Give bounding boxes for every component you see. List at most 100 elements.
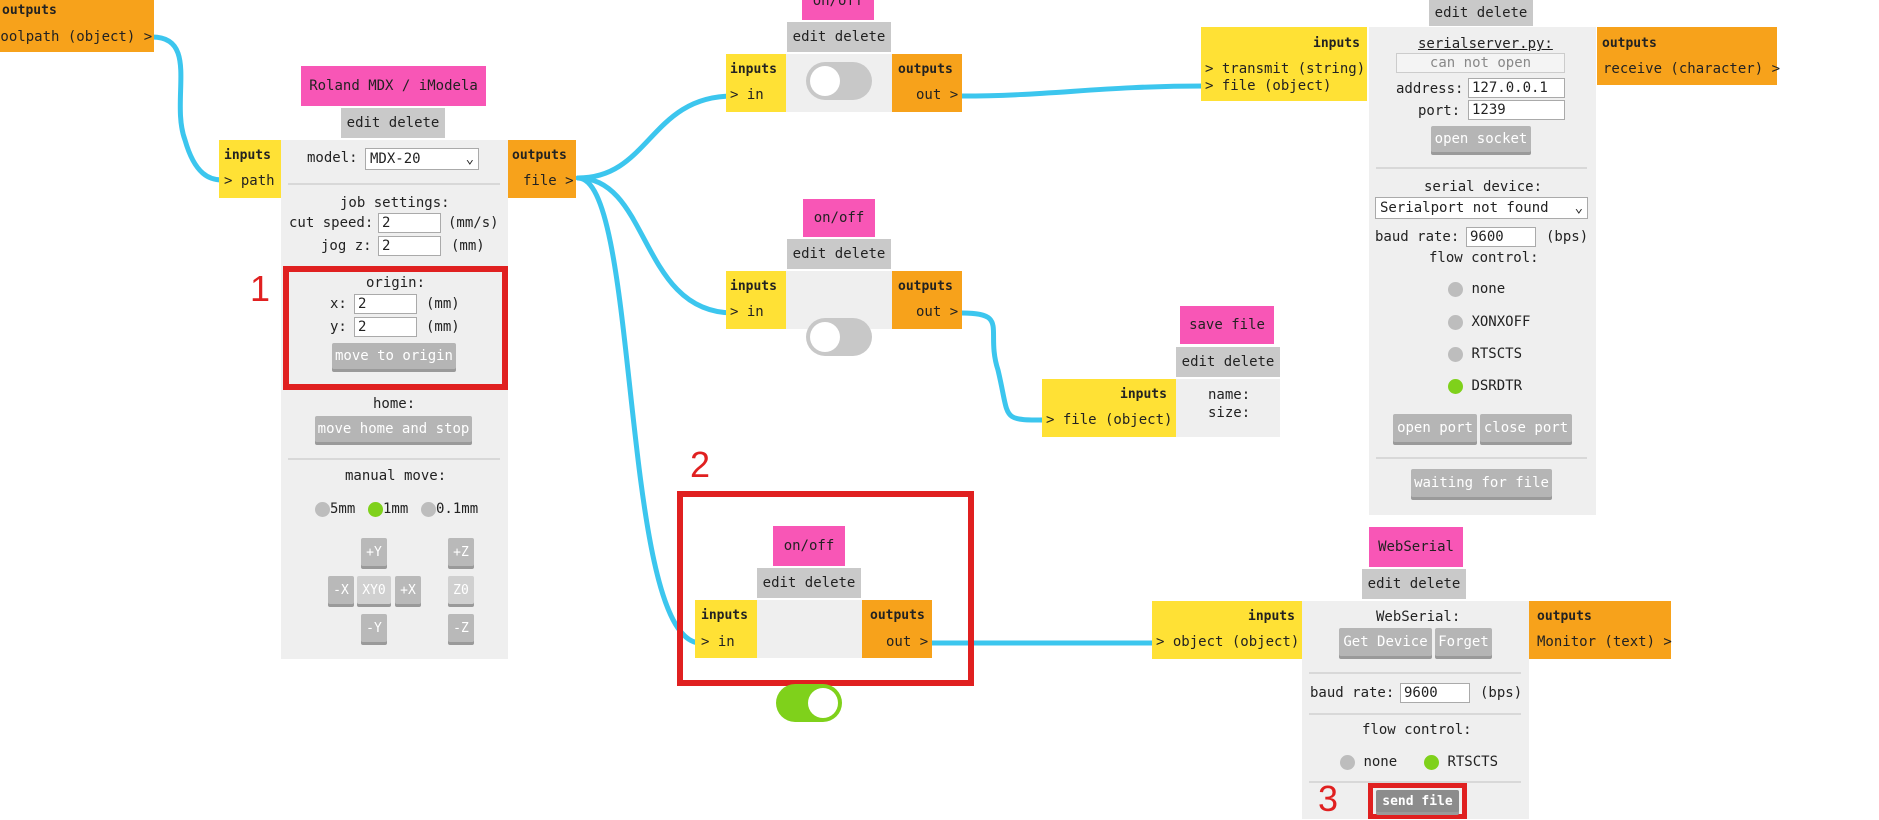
serialserver-edit-delete[interactable]: edit delete	[1429, 0, 1533, 26]
home-label: home:	[373, 396, 416, 412]
flow-none-option[interactable]: none	[1448, 281, 1505, 297]
machine-edit-delete[interactable]: edit delete	[341, 108, 445, 138]
model-select[interactable]: MDX-20 ⌄	[365, 148, 479, 170]
toolpath-port[interactable]: coolpath (object) >	[0, 29, 153, 45]
toggle-switch-mid[interactable]	[806, 318, 872, 356]
baud-input[interactable]: 9600	[1466, 227, 1536, 247]
y-unit: (mm)	[426, 319, 460, 335]
jog-z-input[interactable]: 2	[378, 236, 441, 256]
serial-device-label: serial device:	[1424, 179, 1543, 195]
in-port[interactable]: > in	[730, 304, 764, 320]
origin-x-input[interactable]: 2	[354, 294, 417, 314]
port-input[interactable]: 1239	[1468, 100, 1565, 120]
toggle-switch-bottom[interactable]	[776, 684, 842, 722]
inputs-label: inputs	[701, 608, 748, 623]
webserial-edit-delete[interactable]: edit delete	[1362, 569, 1466, 599]
wire-file-to-onoff-mid	[575, 175, 736, 316]
file-input-port[interactable]: > file (object)	[1205, 78, 1332, 94]
flow-rtscts-option[interactable]: RTSCTS	[1424, 754, 1498, 770]
cut-speed-input[interactable]: 2	[378, 213, 441, 233]
flow-dsrdtr-option[interactable]: DSRDTR	[1448, 378, 1522, 394]
step-5mm-label: 5mm	[330, 501, 356, 517]
serialserver-link[interactable]: serialserver.py:	[1418, 36, 1553, 52]
onoff-mid-title[interactable]: on/off	[803, 199, 875, 237]
receive-output-port[interactable]: receive (character) >	[1603, 61, 1781, 77]
save-file-edit-delete[interactable]: edit delete	[1176, 347, 1280, 377]
step-5mm-option[interactable]: 5mm	[315, 501, 355, 517]
move-home-button[interactable]: move home and stop	[315, 416, 472, 442]
flow-rtscts-label: RTSCTS	[1447, 754, 1499, 770]
port-label: port:	[1418, 103, 1461, 119]
wire-onoff-mid-to-savefile	[959, 310, 1048, 423]
save-file-title[interactable]: save file	[1180, 306, 1274, 344]
plus-z-button[interactable]: +Z	[448, 538, 474, 566]
out-port[interactable]: out >	[886, 634, 929, 650]
in-port[interactable]: > in	[730, 87, 764, 103]
flow-none-option[interactable]: none	[1340, 754, 1397, 770]
minus-z-button[interactable]: -Z	[448, 614, 474, 642]
highlight-box-2	[677, 491, 974, 686]
baud-unit: (bps)	[1546, 229, 1589, 245]
divider	[1376, 457, 1587, 459]
move-to-origin-button[interactable]: move to origin	[332, 343, 456, 369]
manual-move-label: manual move:	[345, 468, 447, 484]
waiting-for-file-button[interactable]: waiting for file	[1411, 469, 1552, 497]
onoff-mid-edit-delete[interactable]: edit delete	[787, 239, 891, 269]
toggle-knob	[810, 66, 840, 96]
open-socket-button[interactable]: open socket	[1431, 126, 1531, 152]
forget-button[interactable]: Forget	[1435, 628, 1492, 656]
close-port-button[interactable]: close port	[1480, 414, 1572, 442]
send-file-button[interactable]: send file	[1376, 790, 1459, 812]
z0-button[interactable]: Z0	[448, 576, 474, 604]
open-port-button[interactable]: open port	[1393, 414, 1477, 442]
monitor-output-port[interactable]: Monitor (text) >	[1537, 634, 1672, 650]
onoff-top-edit-delete[interactable]: edit delete	[787, 22, 891, 52]
origin-y-input[interactable]: 2	[354, 317, 417, 337]
onoff-bottom-title[interactable]: on/off	[773, 526, 845, 566]
radio-icon	[1340, 754, 1355, 770]
serial-device-value: Serialport not found	[1380, 200, 1549, 216]
xy0-button[interactable]: XY0	[357, 576, 391, 604]
file-output-port[interactable]: file >	[523, 173, 574, 189]
baud-label: baud rate:	[1310, 685, 1395, 701]
toolpath-outputs	[0, 0, 154, 52]
plus-x-button[interactable]: +X	[395, 576, 421, 604]
address-input[interactable]: 127.0.0.1	[1468, 78, 1565, 98]
out-port[interactable]: out >	[916, 304, 959, 320]
machine-title[interactable]: Roland MDX / iModela	[301, 66, 486, 106]
get-device-button[interactable]: Get Device	[1339, 628, 1432, 656]
file-input-port[interactable]: > file (object)	[1046, 412, 1173, 428]
divider	[288, 183, 500, 185]
onoff-bottom-edit-delete[interactable]: edit delete	[757, 568, 861, 598]
webserial-title[interactable]: WebSerial	[1369, 527, 1463, 567]
serial-device-select[interactable]: Serialport not found ⌄	[1375, 197, 1588, 219]
step-1mm-option[interactable]: 1mm	[368, 501, 408, 517]
save-file-panel	[1176, 379, 1280, 437]
minus-y-button[interactable]: -Y	[361, 614, 387, 642]
in-port[interactable]: > in	[701, 634, 735, 650]
object-input-port[interactable]: > object (object)	[1156, 634, 1300, 650]
flow-xonxoff-option[interactable]: XONXOFF	[1448, 314, 1530, 330]
radio-selected-icon	[1424, 754, 1439, 770]
job-settings-label: job settings:	[340, 195, 450, 211]
divider	[1309, 781, 1521, 783]
wire-file-to-onoff-top	[575, 93, 736, 181]
baud-unit: (bps)	[1480, 685, 1523, 701]
transmit-input-port[interactable]: > transmit (string)	[1205, 61, 1366, 77]
radio-icon	[1448, 281, 1463, 297]
toggle-knob	[810, 322, 840, 352]
flow-rtscts-option[interactable]: RTSCTS	[1448, 346, 1522, 362]
cut-speed-label: cut speed:	[289, 215, 374, 231]
flow-control-label: flow control:	[1429, 250, 1539, 266]
onoff-top-title[interactable]: on/off	[802, 0, 874, 20]
highlight-box-1	[283, 266, 508, 390]
baud-input[interactable]: 9600	[1400, 683, 1470, 703]
outputs-label: outputs	[898, 62, 953, 77]
out-port[interactable]: out >	[916, 87, 959, 103]
toggle-switch-top[interactable]	[806, 62, 872, 100]
path-input-port[interactable]: > path	[224, 173, 275, 189]
minus-x-button[interactable]: -X	[328, 576, 354, 604]
plus-y-button[interactable]: +Y	[361, 538, 387, 566]
step-01mm-option[interactable]: 0.1mm	[421, 501, 478, 517]
